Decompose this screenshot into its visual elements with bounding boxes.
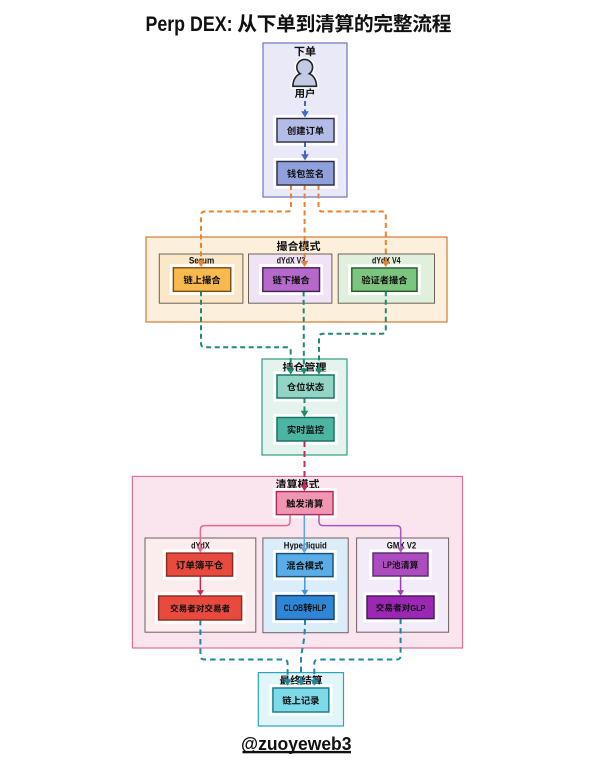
svg-text:dYdX V3: dYdX V3 (277, 256, 306, 267)
svg-text:@zuoyeweb3: @zuoyeweb3 (241, 733, 352, 754)
svg-text:GMX V2: GMX V2 (387, 540, 417, 551)
svg-text:Hyperliquid: Hyperliquid (284, 540, 327, 551)
svg-text:LP: LP (383, 560, 392, 570)
svg-text:Perp DEX:: Perp DEX: (146, 13, 233, 36)
svg-text:CLOB: CLOB (284, 603, 304, 613)
svg-text:GLP: GLP (410, 603, 425, 613)
svg-text:HLP: HLP (312, 603, 326, 613)
